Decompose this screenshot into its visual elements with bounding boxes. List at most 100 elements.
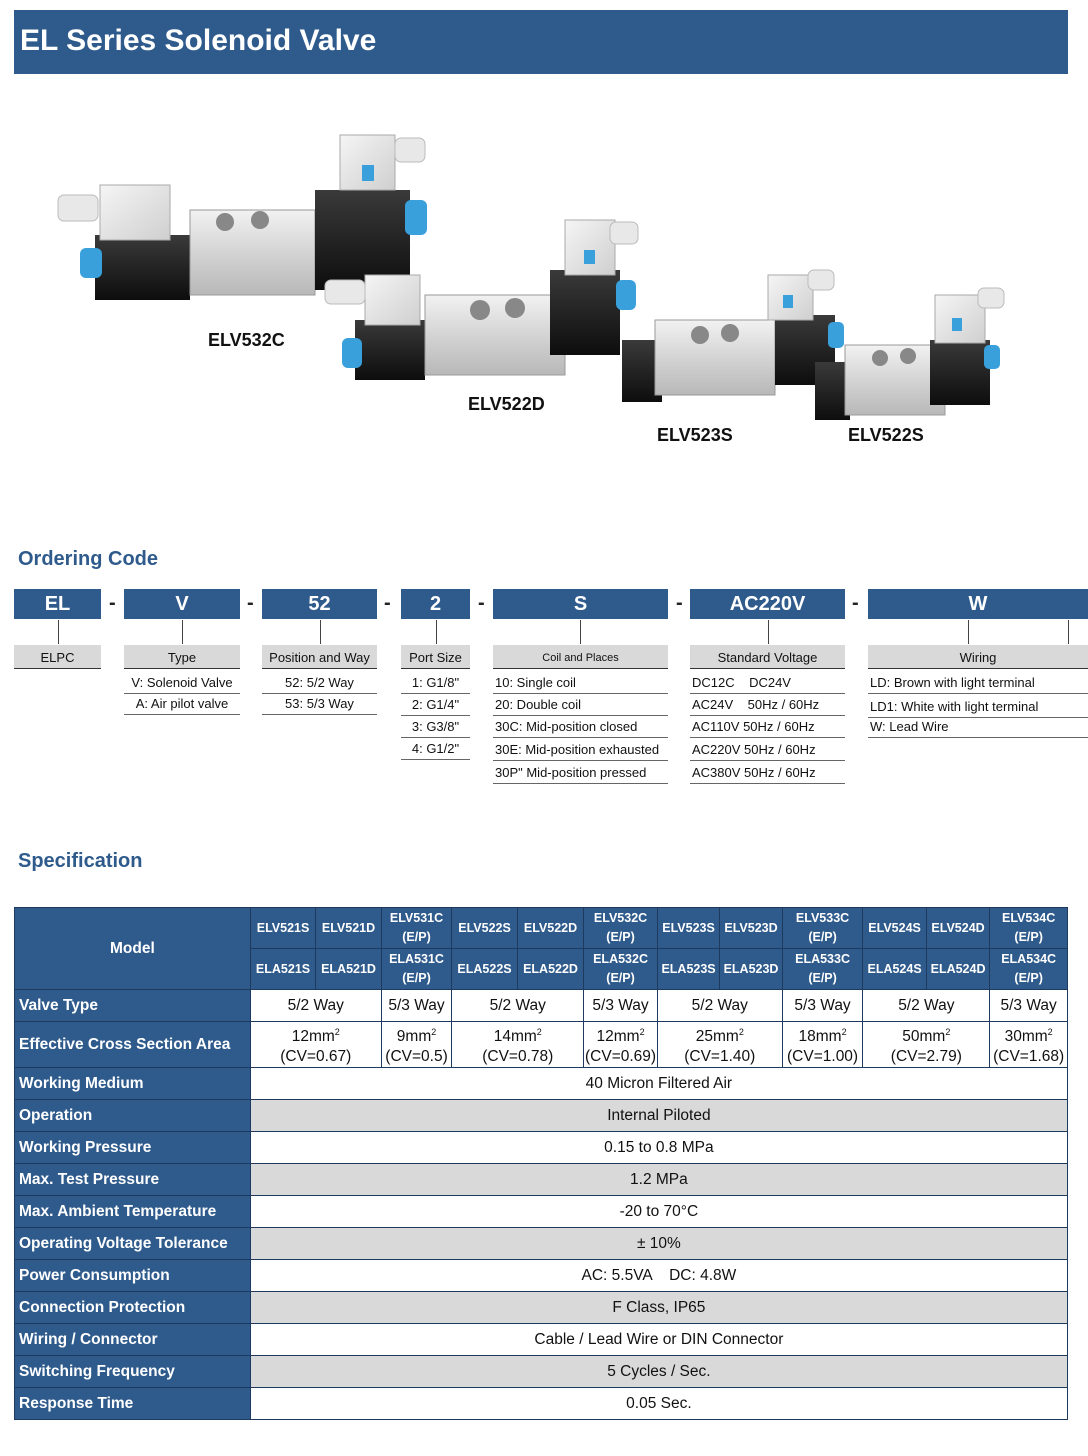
specification-heading: Specification: [18, 850, 143, 872]
row-label: Connection Protection: [14, 1291, 251, 1325]
row-label: Max. Test Pressure: [14, 1163, 251, 1197]
model-cell: ELA521D: [315, 948, 382, 990]
code-option: 53: 5/3 Way: [262, 693, 377, 715]
code-box-coil: S: [493, 589, 668, 619]
code-header-position: Position and Way: [262, 645, 377, 669]
connector-line: [580, 620, 581, 644]
valve-type-cell: 5/3 Way: [989, 989, 1068, 1022]
valve-elv532c: [57, 134, 427, 300]
ordering-code-heading: Ordering Code: [18, 548, 159, 570]
row-value: F Class, IP65: [249, 1291, 1069, 1325]
product-label-4: ELV522S: [848, 425, 924, 445]
code-option: V: Solenoid Valve: [124, 672, 240, 694]
model-cell: ELA531C(E/P): [380, 948, 453, 990]
product-photo: [57, 134, 1005, 420]
code-header-port: Port Size: [401, 645, 470, 669]
valve-type-cell: 5/2 Way: [862, 989, 991, 1022]
area-cell: 14mm2(CV=0.78): [451, 1020, 585, 1069]
code-header-wiring: Wiring: [868, 645, 1088, 669]
row-value: Internal Piloted: [249, 1099, 1069, 1133]
area-cell: 12mm2(CV=0.69): [583, 1020, 658, 1069]
valve-elv522d: [324, 219, 639, 380]
row-label: Valve Type: [14, 989, 251, 1022]
model-cell: ELV521D: [315, 907, 382, 949]
code-option: 30E: Mid-position exhausted: [493, 739, 668, 761]
code-option: 52: 5/2 Way: [262, 672, 377, 694]
row-label: Power Consumption: [14, 1259, 251, 1293]
connector-line: [1068, 620, 1069, 644]
model-cell: ELV522S: [451, 907, 518, 949]
valve-type-cell: 5/2 Way: [249, 989, 382, 1022]
row-label: Operation: [14, 1099, 251, 1133]
code-option: 20: Double coil: [493, 694, 668, 716]
code-dash: -: [676, 592, 683, 614]
code-header-prefix: ELPC: [14, 645, 101, 669]
model-cell: ELA532C(E/P): [583, 948, 658, 990]
valve-type-cell: 5/3 Way: [380, 989, 453, 1022]
model-cell: ELV523D: [719, 907, 783, 949]
valve-type-cell: 5/3 Way: [781, 989, 864, 1022]
code-box-prefix: EL: [14, 589, 101, 619]
code-dash: -: [247, 592, 254, 614]
valve-elv522s: [815, 287, 1005, 420]
code-option: AC220V 50Hz / 60Hz: [690, 739, 845, 761]
model-cell: ELA533C(E/P): [781, 948, 864, 990]
model-cell: ELA521S: [249, 948, 317, 990]
model-cell: ELA523D: [719, 948, 783, 990]
code-option: A: Air pilot valve: [124, 693, 240, 715]
page-title: EL Series Solenoid Valve: [20, 24, 377, 57]
code-option: AC24V 50Hz / 60Hz: [690, 694, 845, 716]
model-cell: ELV522D: [516, 907, 585, 949]
code-option: 30C: Mid-position closed: [493, 716, 668, 738]
row-value: -20 to 70°C: [249, 1195, 1069, 1229]
code-header-type: Type: [124, 645, 240, 669]
valve-type-cell: 5/3 Way: [583, 989, 658, 1022]
code-box-voltage: AC220V: [690, 589, 845, 619]
model-cell: ELV524D: [925, 907, 991, 949]
valve-type-cell: 5/2 Way: [451, 989, 585, 1022]
model-cell: ELV533C(E/P): [781, 907, 864, 949]
model-cell: ELV532C(E/P): [583, 907, 658, 949]
connector-line: [768, 620, 769, 644]
area-cell: 50mm2(CV=2.79): [862, 1020, 991, 1069]
area-cell: 9mm2(CV=0.5): [380, 1020, 453, 1069]
code-option: 30P" Mid-position pressed: [493, 762, 668, 784]
code-box-port: 2: [401, 589, 470, 619]
row-label: Working Medium: [14, 1067, 251, 1101]
code-dash: -: [109, 592, 116, 614]
row-label: Operating Voltage Tolerance: [14, 1227, 251, 1261]
model-cell: ELA522S: [451, 948, 518, 990]
model-cell: ELA534C(E/P): [989, 948, 1068, 990]
area-cell: 25mm2(CV=1.40): [656, 1020, 783, 1069]
row-value: 0.15 to 0.8 MPa: [249, 1131, 1069, 1165]
model-cell: ELV531C(E/P): [380, 907, 453, 949]
row-value: 1.2 MPa: [249, 1163, 1069, 1197]
row-label: Switching Frequency: [14, 1355, 251, 1389]
model-cell: ELV521S: [249, 907, 317, 949]
product-label-3: ELV523S: [657, 425, 733, 445]
code-dash: -: [384, 592, 391, 614]
connector-line: [182, 620, 183, 644]
row-label: Effective Cross Section Area: [14, 1020, 251, 1069]
code-option: 3: G3/8": [401, 716, 470, 738]
row-label: Working Pressure: [14, 1131, 251, 1165]
code-header-voltage: Standard Voltage: [690, 645, 845, 669]
valve-elv523s: [622, 269, 844, 402]
code-option: AC110V 50Hz / 60Hz: [690, 716, 845, 738]
code-dash: -: [478, 592, 485, 614]
area-cell: 12mm2(CV=0.67): [249, 1020, 382, 1069]
row-value: Cable / Lead Wire or DIN Connector: [249, 1323, 1069, 1357]
row-label: Wiring / Connector: [14, 1323, 251, 1357]
code-option: 4: G1/2": [401, 738, 470, 760]
code-box-position: 52: [262, 589, 377, 619]
row-label: Response Time: [14, 1387, 251, 1421]
title-banner: EL Series Solenoid Valve: [14, 10, 1068, 74]
row-value: 5 Cycles / Sec.: [249, 1355, 1069, 1389]
code-option: LD: Brown with light terminal: [868, 672, 1088, 694]
model-cell: ELA522D: [516, 948, 585, 990]
code-dash: -: [852, 592, 859, 614]
product-label-1: ELV532C: [208, 330, 285, 350]
code-option: 2: G1/4": [401, 694, 470, 716]
connector-line: [968, 620, 969, 644]
